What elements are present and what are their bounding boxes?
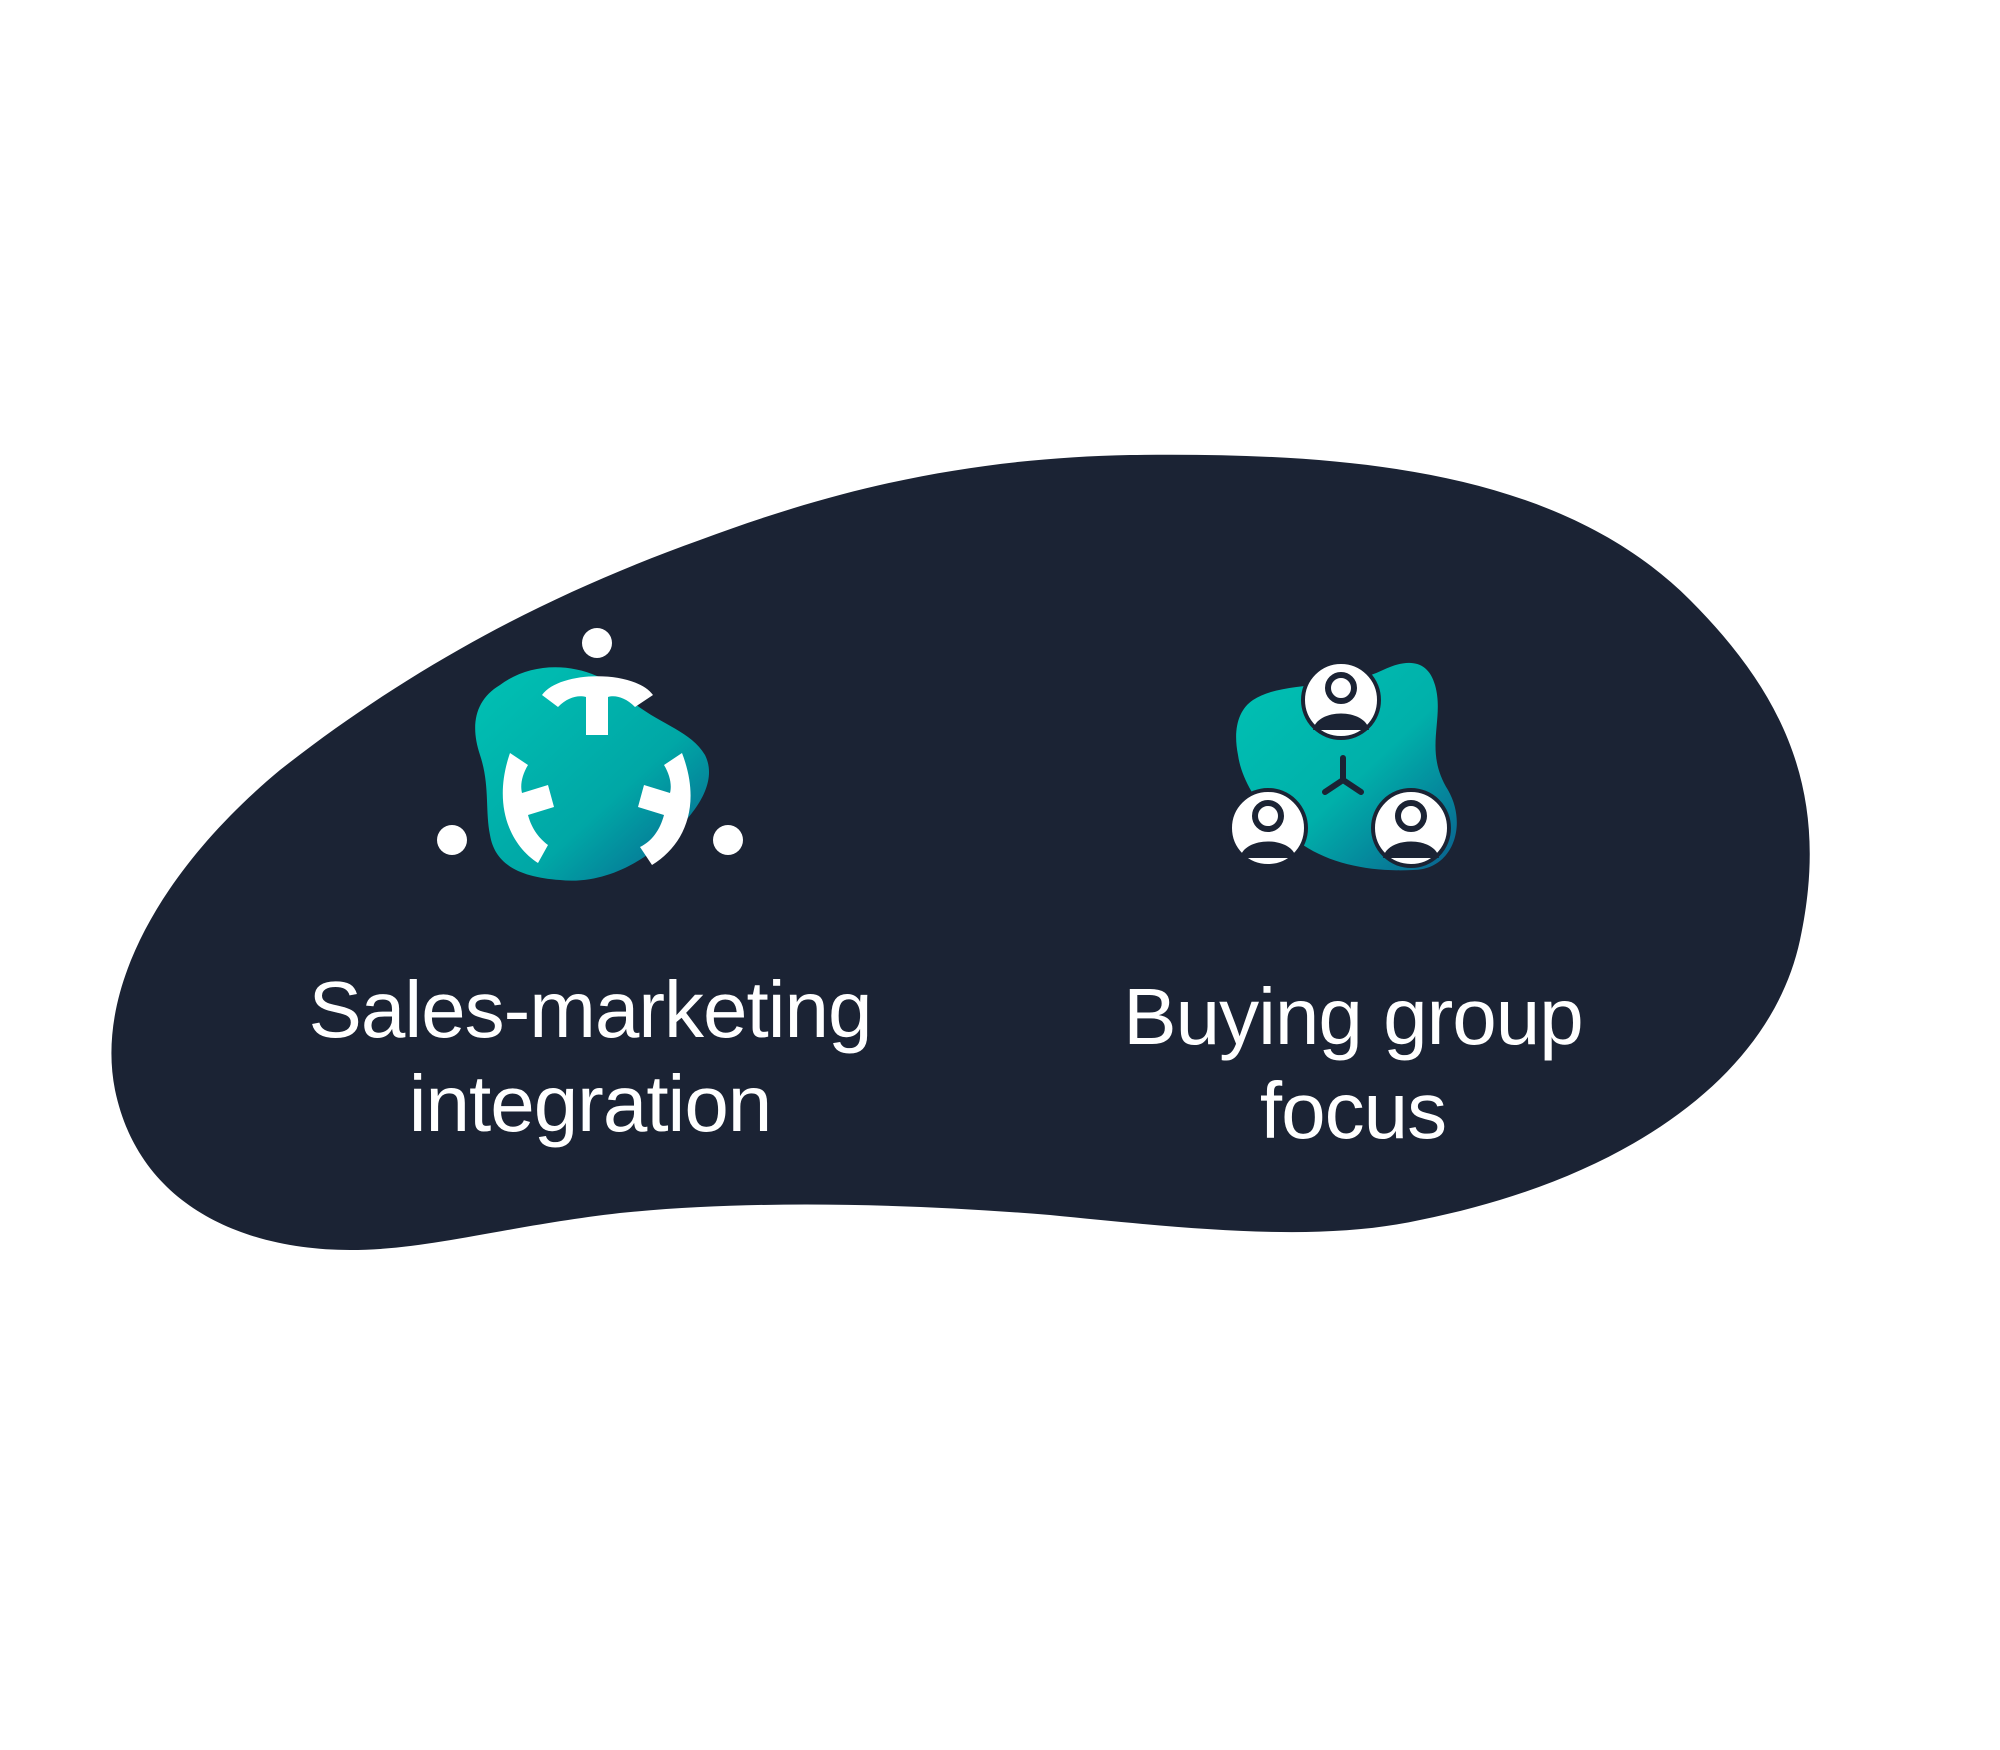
label-line-2: focus — [1259, 1066, 1447, 1155]
label-line-1: Buying group — [1123, 972, 1583, 1061]
feature-label: Sales-marketing integration — [240, 963, 940, 1151]
label-line-1: Sales-marketing — [308, 965, 872, 1054]
feature-buying-group: Buying group focus — [1003, 640, 1703, 1158]
feature-label: Buying group focus — [1003, 970, 1703, 1158]
feature-sales-marketing: Sales-marketing integration — [240, 615, 940, 1151]
integration-cycle-icon — [437, 628, 743, 881]
label-line-2: integration — [408, 1059, 773, 1148]
buying-group-icon — [1228, 660, 1457, 871]
